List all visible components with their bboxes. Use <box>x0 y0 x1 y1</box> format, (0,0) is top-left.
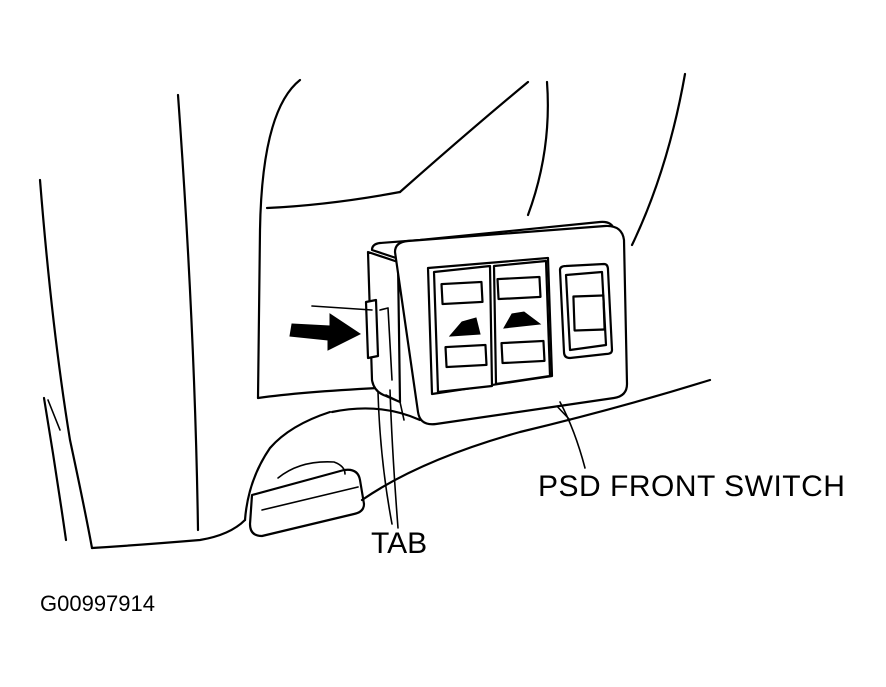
window-up-icon <box>448 317 481 337</box>
arrow-right-icon <box>289 305 373 351</box>
door-handle-pocket <box>248 461 366 538</box>
callout-tab: TAB <box>371 527 428 560</box>
psd-front-switch <box>364 220 629 426</box>
window-down-icon <box>503 311 542 329</box>
figure-id: G00997914 <box>40 591 155 616</box>
leader-lines <box>377 389 586 529</box>
callout-psd-front-switch: PSD FRONT SWITCH <box>538 470 846 503</box>
